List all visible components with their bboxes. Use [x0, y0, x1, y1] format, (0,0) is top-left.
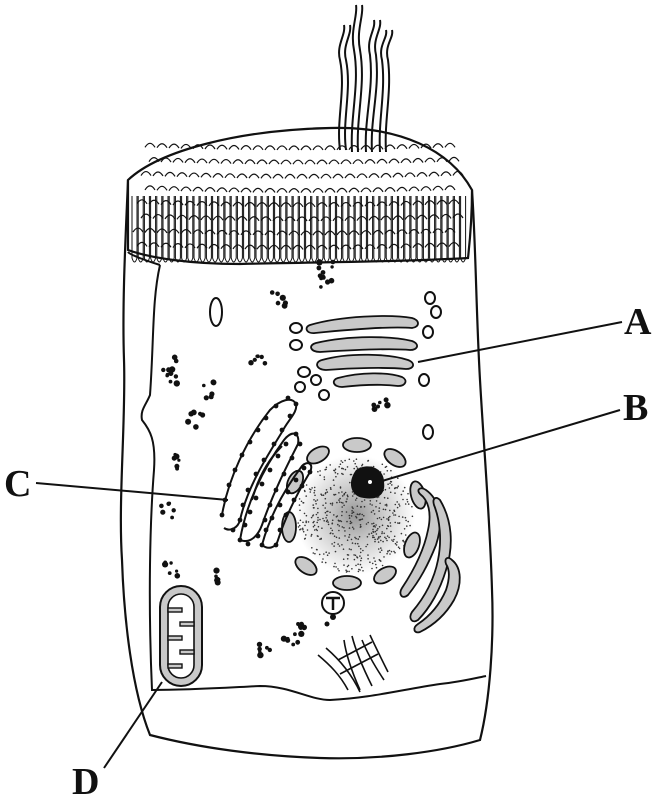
leader-line-b	[372, 410, 620, 484]
leader-line-a	[418, 322, 622, 362]
label-a: A	[624, 301, 652, 343]
nucleus	[282, 438, 428, 590]
label-b: B	[623, 387, 648, 429]
microtubule-bundle	[318, 635, 388, 692]
centriole	[322, 592, 344, 627]
label-d: D	[72, 761, 99, 800]
label-c: C	[4, 463, 31, 505]
golgi-apparatus	[307, 316, 418, 387]
leader-line-c	[36, 483, 228, 500]
leader-line-d	[104, 682, 162, 768]
mitochondrion	[160, 586, 202, 686]
